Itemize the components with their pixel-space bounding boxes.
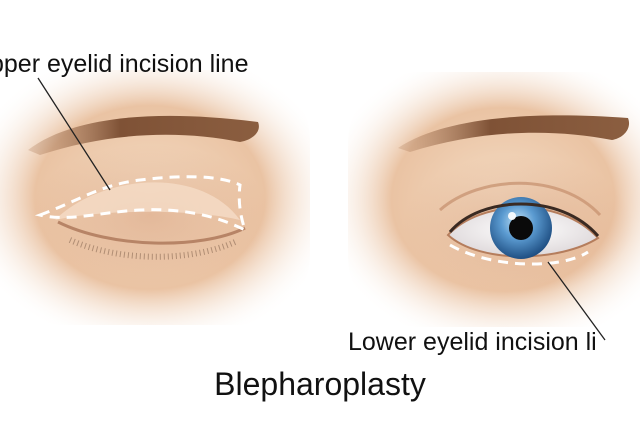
left-closed-lid-line [57,220,246,245]
diagram-title: Blepharoplasty [214,366,426,402]
left-eyebrow [28,115,259,155]
upper-eyelid-incision-label: pper eyelid incision line [0,50,249,78]
left-eye-panel [0,70,310,325]
right-eyebrow [398,115,630,152]
right-pupil [509,216,533,240]
lower-label-leader [547,261,606,341]
right-eye-highlight [508,212,516,220]
right-eye-panel [348,72,640,341]
upper-label-leader [37,77,111,191]
upper-incision-dash [34,175,248,233]
right-upper-lashes [448,202,600,237]
lower-eyelid-incision-label: Lower eyelid incision li [348,328,597,356]
left-eye-socket [30,145,270,285]
left-upper-lid [55,182,240,220]
right-upper-crease [439,181,602,217]
lower-incision-dash [449,243,589,266]
